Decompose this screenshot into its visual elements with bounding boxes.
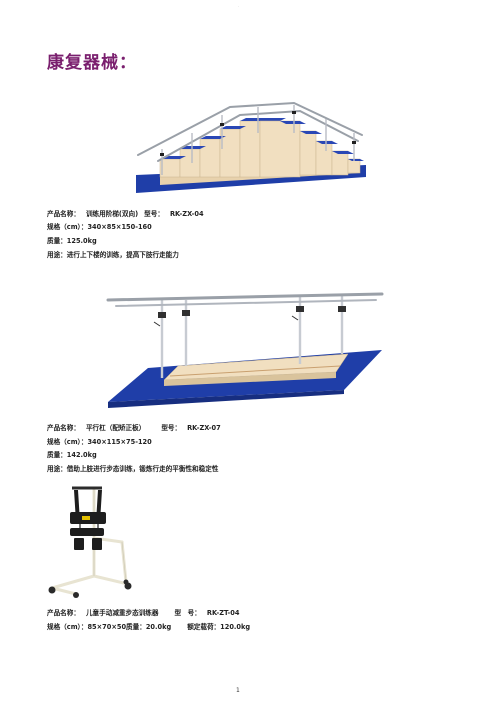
product-2-name-line: 产品名称：平行杠（配矫正板）型号：RK-ZX-07 <box>47 424 221 432</box>
page-title: 康复器械： <box>47 53 137 73</box>
product-1-name-line: 产品名称：训练用阶梯(双向)型号：RK-ZX-04 <box>47 210 204 218</box>
product-2-weight-line: 质量：142.0kg <box>47 451 97 459</box>
gait-trainer-image <box>48 486 132 598</box>
product-1-weight-line: 质量：125.0kg <box>47 237 97 245</box>
product-2-spec-line: 规格（cm）：340×115×75-120 <box>47 438 152 446</box>
product-3-name-line: 产品名称：儿童手动减重步态训练器型 号：RK-ZT-04 <box>47 609 240 617</box>
product-1-spec-line: 规格（cm）：340×85×150-160 <box>47 223 152 231</box>
parallel-bars-image <box>106 292 384 408</box>
product-2-use-line: 用途：借助上肢进行步态训练，锻炼行走的平衡性和稳定性 <box>47 465 219 473</box>
page-number: 1 <box>236 687 240 694</box>
training-stairs-image <box>136 101 366 193</box>
header-mark: · <box>238 4 240 9</box>
product-1-use-line: 用途：进行上下楼的训练，提高下肢行走能力 <box>47 251 179 259</box>
